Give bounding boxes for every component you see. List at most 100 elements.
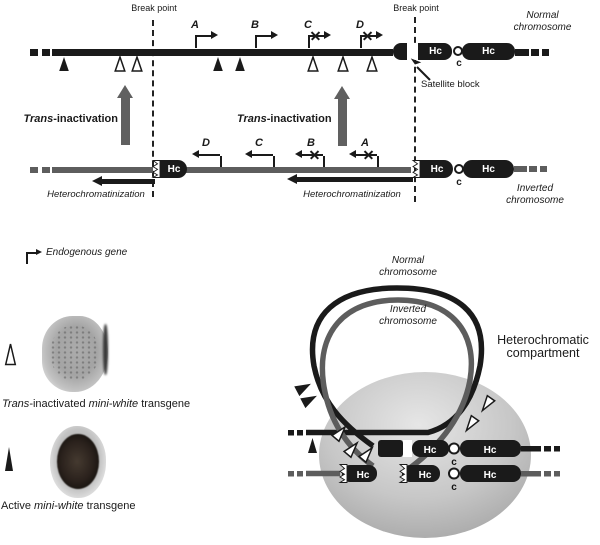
- heterochromatinization-arrow-icon: [287, 174, 297, 184]
- satellite-block-gap: [407, 43, 418, 60]
- gene-b-label: B: [251, 19, 259, 31]
- arrow-left-icon: [192, 150, 199, 158]
- break-jagged-edge-icon: [411, 160, 421, 178]
- arrow-left-icon: [295, 150, 302, 158]
- gene-d-arrow: [220, 156, 222, 167]
- inverted-chromosome-dash: [529, 166, 537, 172]
- normal-chromosome-dash: [554, 446, 560, 452]
- gene-a-arrow: [377, 156, 379, 167]
- normal-chromosome-dash: [30, 49, 38, 56]
- heterochromatic-compartment-label: Heterochromatic compartment: [497, 333, 589, 361]
- trans-inactivation-label-right: Trans-inactivation: [237, 113, 332, 125]
- gene-c-label: C: [304, 19, 312, 31]
- arrow-right-icon: [271, 31, 278, 39]
- centromere-label: c: [456, 177, 462, 188]
- gene-d-label: D: [202, 137, 210, 149]
- hc-block: Hc: [462, 43, 515, 60]
- active-transgene-triangle-icon: [59, 57, 69, 71]
- inverted-chromosome-dash: [540, 166, 547, 172]
- trans-inactivation-arrow-icon: [117, 85, 133, 98]
- inactivated-transgene-triangle-icon: [357, 445, 374, 464]
- trans-inactivation-label-left: Trans-inactivation: [23, 113, 118, 125]
- x-icon: [310, 30, 321, 41]
- active-transgene-triangle-icon: [308, 438, 317, 453]
- active-transgene-triangle-icon: [5, 447, 13, 471]
- inactivated-transgene-triangle-icon: [464, 414, 480, 433]
- inactivated-transgene-triangle-icon: [307, 56, 319, 72]
- inverted-chromosome-line: [52, 167, 153, 173]
- normal-chromosome-title: Normal chromosome: [513, 10, 572, 33]
- gene-b-label: B: [307, 137, 315, 149]
- centromere-label: c: [451, 457, 457, 468]
- hc-block: Hc: [393, 43, 452, 60]
- fly-eye-light-image: [42, 316, 108, 392]
- inactivated-transgene-triangle-icon: [131, 56, 143, 72]
- hc-block: Hc: [157, 160, 187, 178]
- hc-label: Hc: [484, 470, 497, 481]
- arrow-right-icon: [324, 31, 331, 39]
- normal-chromosome-dash: [297, 430, 303, 436]
- inverted-chromosome-line: [186, 167, 411, 173]
- satellite-block-label: Satellite block: [421, 79, 480, 90]
- centromere-icon: [448, 442, 460, 455]
- inactivated-transgene-triangle-icon: [342, 440, 359, 459]
- gene-c-arrow: [273, 156, 275, 167]
- normal-chromosome-loop: [306, 285, 485, 449]
- hc-block: [412, 440, 449, 457]
- heterochromatic-compartment-diagram: Hc c Hc Hc Hc c Hc: [288, 285, 560, 538]
- break-point-label-left: Break point: [131, 3, 177, 13]
- inverted-chromosome-dash: [30, 167, 38, 173]
- normal-chromosome-dash: [42, 49, 50, 56]
- gene-c-label: C: [255, 137, 263, 149]
- satellite-callout-arrow-icon: [410, 58, 431, 81]
- break-point-label-right: Break point: [393, 3, 439, 13]
- normal-chromosome-dash: [531, 49, 539, 56]
- heterochromatinization-label-left: Heterochromatinization: [47, 189, 145, 200]
- inactivated-transgene-triangle-icon: [366, 56, 378, 72]
- inverted-chromosome-loop-label: Inverted chromosome: [379, 304, 437, 327]
- arrow-left-icon: [349, 150, 356, 158]
- gene-c-arrow: [308, 37, 310, 48]
- inverted-chromosome-loop: [319, 297, 475, 471]
- inactivated-transgene-triangle-icon: [114, 56, 126, 72]
- centromere-icon: [448, 467, 460, 480]
- hc-block: Hc: [463, 160, 514, 178]
- hc-label: Hc: [424, 445, 437, 456]
- inverted-chromosome-dash: [554, 471, 560, 477]
- gene-b-arrow: [255, 37, 257, 48]
- heterochromatinization-arrow-icon: [92, 176, 102, 186]
- satellite-block-gap: [403, 440, 412, 457]
- active-transgene-triangle-icon: [235, 57, 245, 71]
- gene-d-label: D: [356, 19, 364, 31]
- inactivated-transgene-triangle-icon: [480, 394, 496, 413]
- break-jagged-edge-icon: [151, 160, 161, 178]
- trans-inactivation-arrow-icon: [334, 86, 350, 99]
- centromere-label: c: [456, 58, 462, 69]
- break-jagged-edge-icon: [338, 464, 348, 483]
- arrow-right-icon: [211, 31, 218, 39]
- hc-label: Hc: [484, 445, 497, 456]
- hc-block: [460, 465, 521, 482]
- inactivated-transgene-triangle-icon: [330, 424, 347, 443]
- hc-label: Hc: [357, 470, 370, 481]
- inverted-chromosome-dash: [288, 471, 294, 477]
- gene-d-arrow: [360, 37, 362, 48]
- active-transgene-triangle-icon: [213, 57, 223, 71]
- hc-block: [460, 440, 521, 457]
- normal-chromosome-dash: [542, 49, 549, 56]
- normal-chromosome-dash: [544, 446, 551, 452]
- break-point-line-left: [152, 20, 154, 197]
- hc-block: Hc: [417, 160, 453, 178]
- heterochromatinization-label-right: Heterochromatinization: [303, 189, 401, 200]
- hc-block: [342, 465, 377, 482]
- endogenous-gene-label: Endogenous gene: [46, 247, 128, 258]
- arrow-left-icon: [245, 150, 252, 158]
- inactivated-transgene-triangle-icon: [4, 343, 17, 366]
- arrow-right-icon: [376, 31, 383, 39]
- trans-inactivated-transgene-label: Trans-inactivated mini-white transgene: [2, 398, 191, 410]
- break-point-line-right: [414, 17, 416, 202]
- inactivated-transgene-triangle-icon: [337, 56, 349, 72]
- gene-a-label: A: [361, 137, 369, 149]
- normal-chromosome-dash: [288, 430, 294, 436]
- arrow-right-icon: [36, 248, 42, 255]
